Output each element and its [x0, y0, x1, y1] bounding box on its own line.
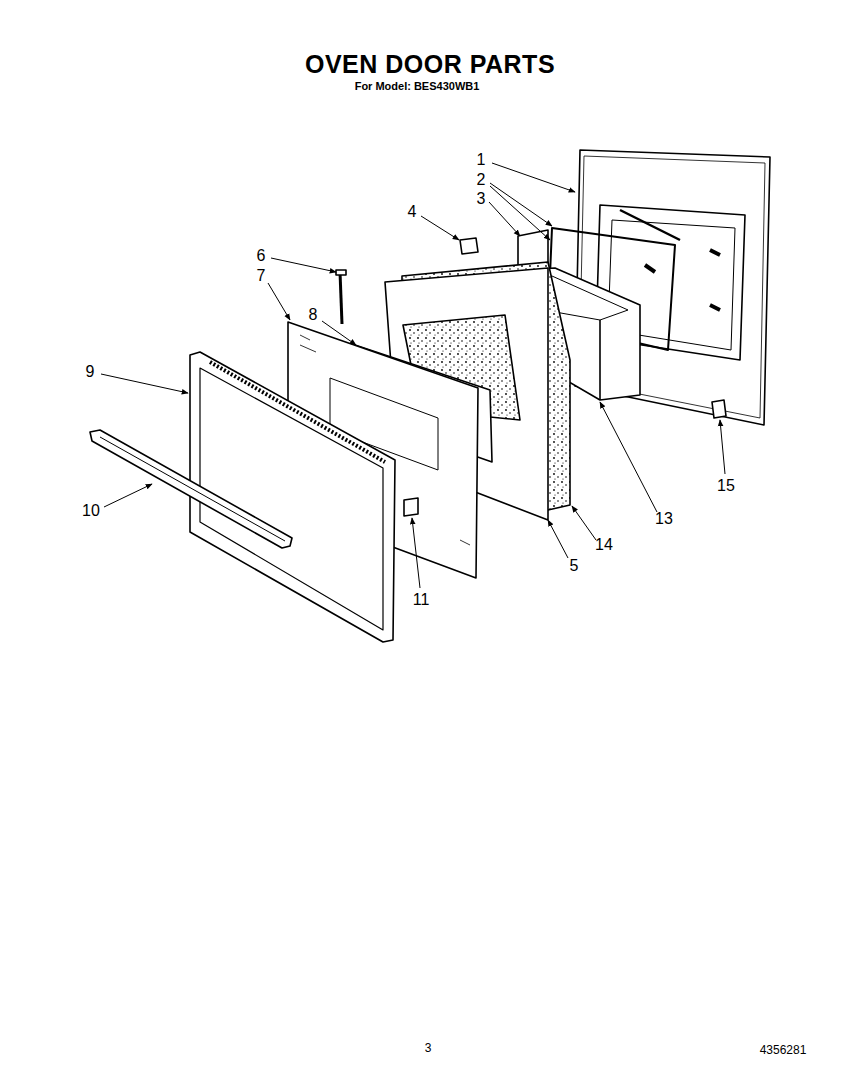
callout-number: 2: [477, 172, 486, 188]
callout-number: 4: [408, 204, 417, 220]
callout-number: 11: [413, 592, 430, 608]
door-handle: [90, 430, 292, 548]
document-number: 4356281: [760, 1044, 807, 1056]
hinge-pin: [336, 270, 346, 324]
page-title: OVEN DOOR PARTS: [305, 52, 555, 77]
callout-number: 7: [257, 268, 266, 284]
callout-number: 15: [717, 478, 735, 494]
callout-number: 8: [309, 307, 318, 323]
callout-number: 10: [82, 503, 100, 519]
callout-number: 6: [257, 248, 266, 264]
callout-number: 5: [570, 558, 579, 574]
callout-number: 14: [595, 537, 613, 553]
outer-door-frame: [190, 352, 395, 642]
bumper: [712, 400, 726, 418]
leader-lines: [101, 163, 725, 588]
small-clip: [404, 498, 418, 516]
callout-number: 13: [655, 511, 673, 527]
clip: [460, 238, 478, 254]
model-number: For Model: BES430WB1: [355, 81, 480, 92]
callout-number: 1: [477, 152, 486, 168]
page-number: 3: [425, 1042, 432, 1054]
callout-number: 9: [86, 364, 95, 380]
callout-number: 3: [477, 191, 486, 207]
